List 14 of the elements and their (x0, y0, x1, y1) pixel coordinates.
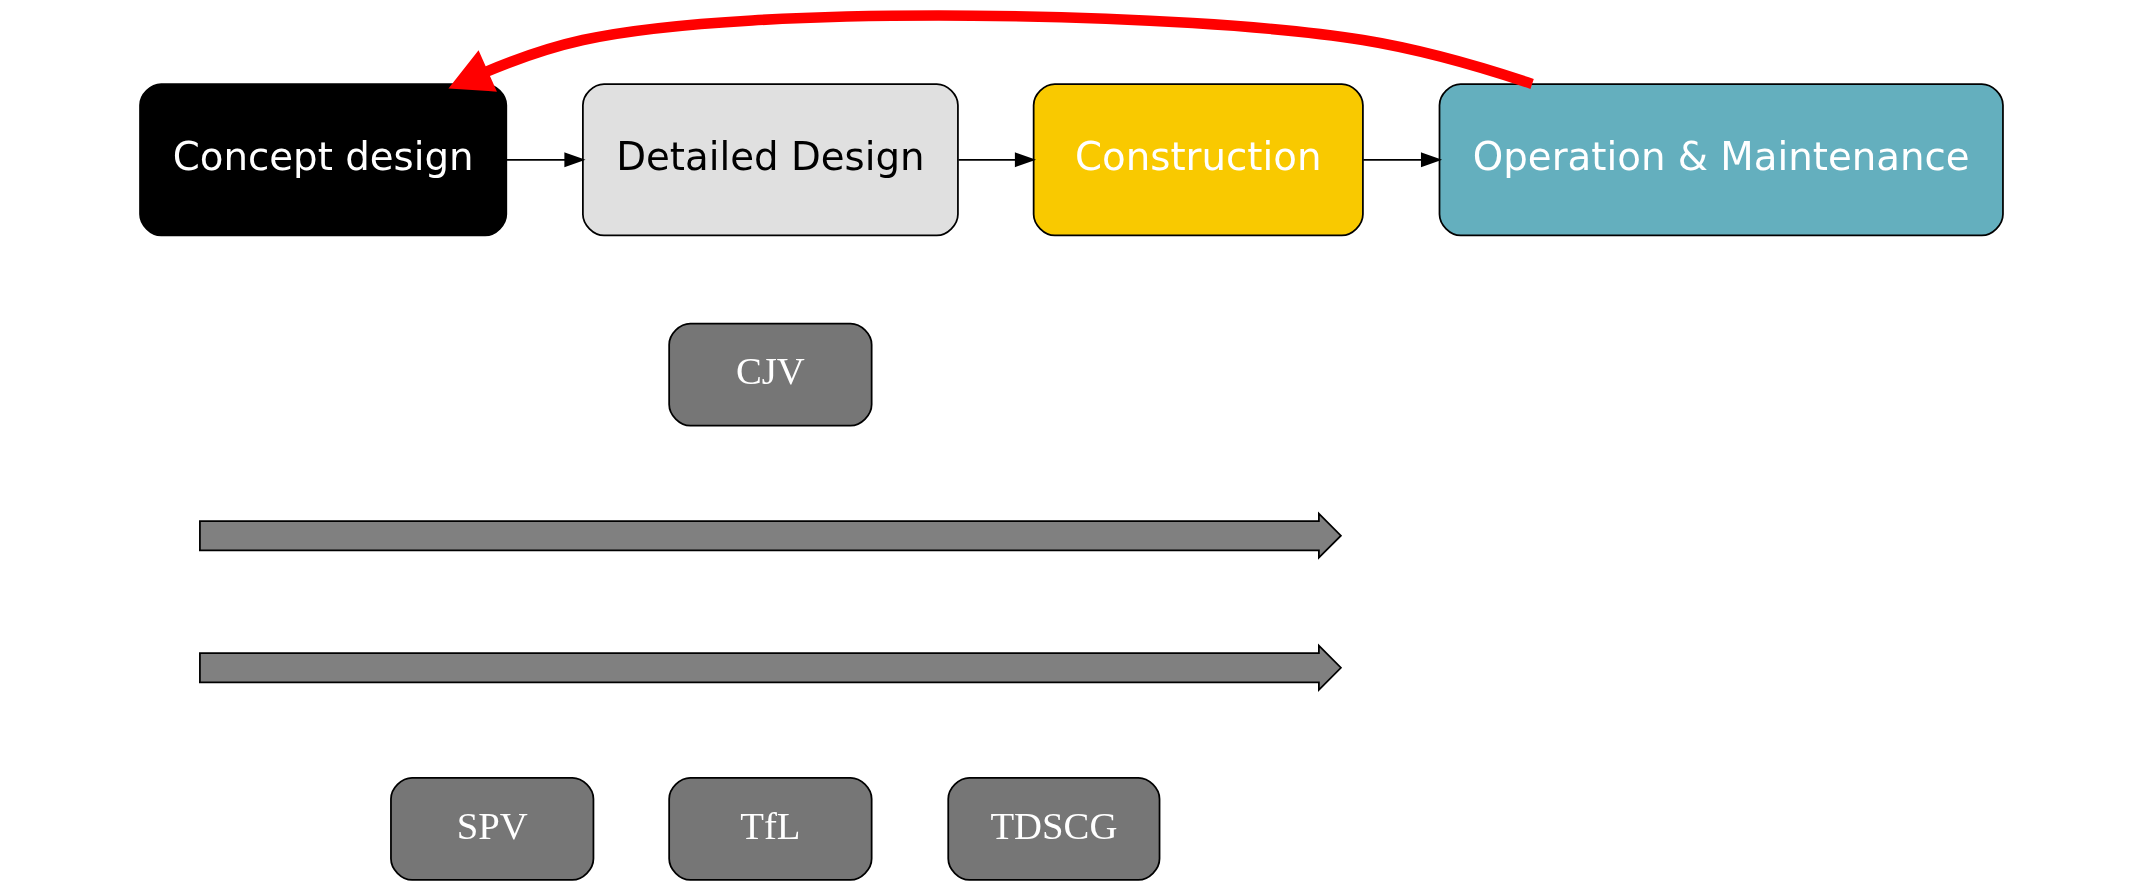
node-box: Detailed Design (582, 83, 959, 237)
node-box: Construction (1032, 83, 1364, 237)
node-box: TDSCG (947, 776, 1161, 881)
arrow (957, 152, 1037, 168)
arrow (1362, 152, 1443, 168)
node-box: Operation & Maintenance (1438, 83, 2004, 237)
node-box: SPV (390, 776, 595, 881)
node-box: Concept design (139, 83, 508, 237)
node-box: CJV (668, 322, 873, 427)
node-arrow (199, 643, 1343, 692)
node-arrow (199, 511, 1343, 560)
arrow (505, 152, 586, 168)
arrow (448, 10, 1534, 92)
node-box: TfL (668, 776, 873, 881)
